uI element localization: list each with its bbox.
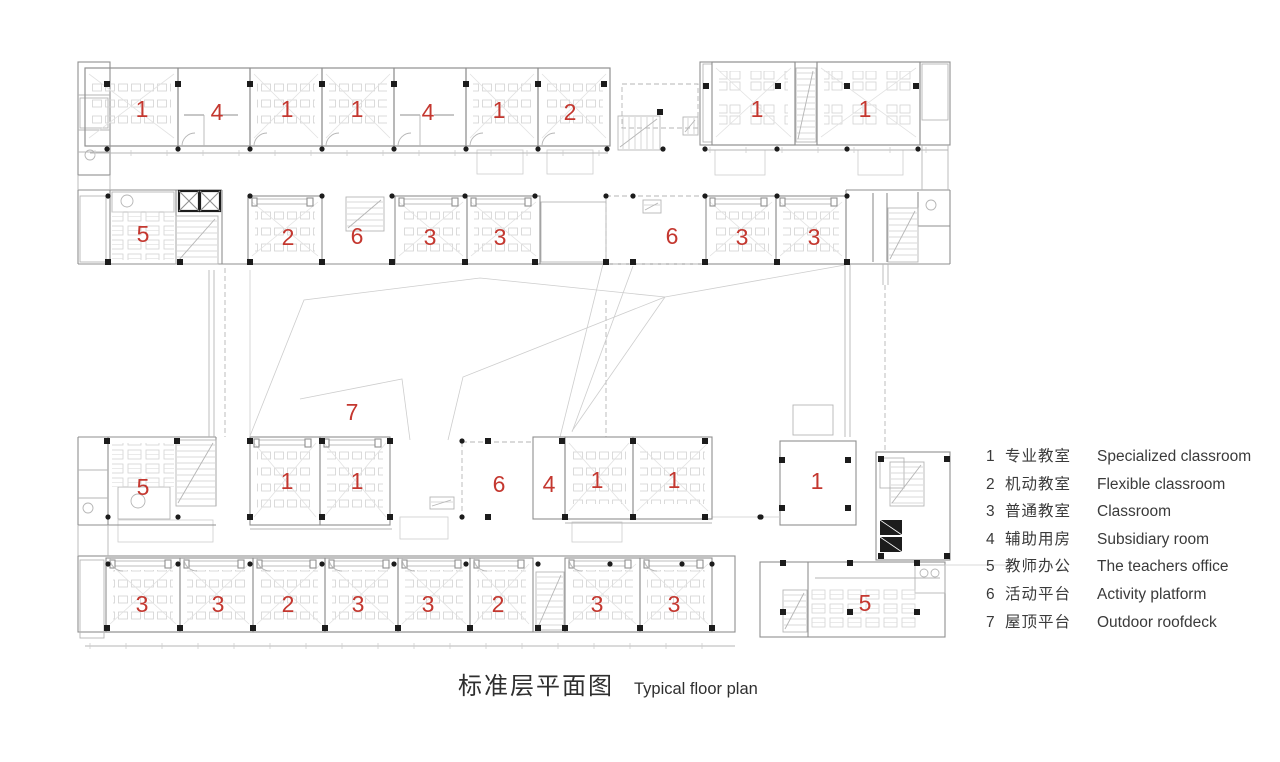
room-label: 1 [591,467,604,493]
room-label: 5 [137,474,150,500]
room-label: 2 [282,224,295,250]
room-label: 6 [351,223,364,249]
room-label: 1 [493,97,506,123]
room-label: 1 [751,96,764,122]
legend-label-zh: 普通教室 [1005,503,1072,521]
room-label: 4 [211,99,224,125]
legend-label-en: Specialized classroom [1097,448,1252,465]
room-label: 1 [668,467,681,493]
room-label: 3 [424,224,437,250]
room-label: 2 [564,99,577,125]
legend-row: 4 辅助用房 Subsidiary room [986,527,1276,555]
room-label: 3 [136,591,149,617]
legend-row: 3 普通教室 Classroom [986,499,1276,527]
legend-label-zh: 活动平台 [1005,585,1072,603]
room-label: 1 [136,96,149,122]
room-label: 1 [281,468,294,494]
room [632,436,713,520]
plan-linework [77,61,1010,649]
room-label: 5 [859,590,872,616]
room-label: 7 [346,399,359,425]
room [469,557,534,633]
room [537,67,611,147]
legend-label-en: Outdoor roofdeck [1097,613,1217,631]
room [711,61,796,146]
room-label: 1 [281,96,294,122]
room [775,195,847,265]
room-label: 1 [859,96,872,122]
legend-number: 6 [986,585,995,603]
legend-label-en: Classroom [1097,503,1172,521]
room [816,61,921,146]
room-label: 2 [492,591,505,617]
legend-row: 1 专业教室 Specialized classroom [986,444,1276,472]
room-label: 3 [422,591,435,617]
legend-label-zh: 机动教室 [1005,475,1072,493]
legend-row: 6 活动平台 Activity platform [986,582,1276,610]
plan-title-zh: 标准层平面图 [458,673,614,700]
room-label: 6 [493,471,506,497]
legend-label-en: Subsidiary room [1097,530,1209,548]
legend-number: 7 [986,613,995,631]
plan-title: 标准层平面图 Typical floor plan [458,666,758,701]
room-label: 5 [137,221,150,247]
legend: 1 专业教室 Specialized classroom 2 机动教室 Flexible … [986,444,1276,637]
legend-number: 5 [986,558,995,576]
room-label: 3 [808,224,821,250]
room-label: 1 [351,96,364,122]
legend-label-en: Flexible classroom [1097,475,1226,493]
room-label: 1 [811,468,824,494]
room-number-labels: 1 4 1 1 4 1 2 1 1 5 2 6 3 3 6 3 3 7 5 1 1 6 4 1 1 1 3 3 2 3 3 2 3 3 5 [136,96,872,617]
room [247,195,323,265]
room-label: 4 [543,471,556,497]
legend-number: 1 [986,448,995,465]
legend-label-zh: 辅助用房 [1005,530,1072,548]
room-label: 3 [736,224,749,250]
legend-number: 2 [986,475,995,493]
legend-label-en: Activity platform [1097,585,1207,603]
room [466,195,541,265]
legend-label-zh: 屋顶平台 [1005,613,1072,631]
room-label: 3 [352,591,365,617]
room-label: 6 [666,223,679,249]
legend-label-zh: 专业教室 [1005,448,1072,465]
room-label: 3 [494,224,507,250]
room-label: 3 [668,591,681,617]
room [319,436,391,526]
legend-row: 2 机动教室 Flexible classroom [986,472,1276,500]
legend-number: 4 [986,530,995,548]
room [639,557,713,633]
room-label: 2 [282,591,295,617]
legend-number: 3 [986,503,995,521]
room-label: 3 [591,591,604,617]
legend-label-en: The teachers office [1097,558,1229,576]
room-label: 4 [422,99,435,125]
legend-label-zh: 教师办公 [1005,558,1072,576]
room-label: 3 [212,591,225,617]
legend-row: 5 教师办公 The teachers office [986,554,1276,582]
room-label: 1 [351,468,364,494]
legend-row: 7 屋顶平台 Outdoor roofdeck [986,610,1276,638]
plan-title-en: Typical floor plan [634,680,758,698]
